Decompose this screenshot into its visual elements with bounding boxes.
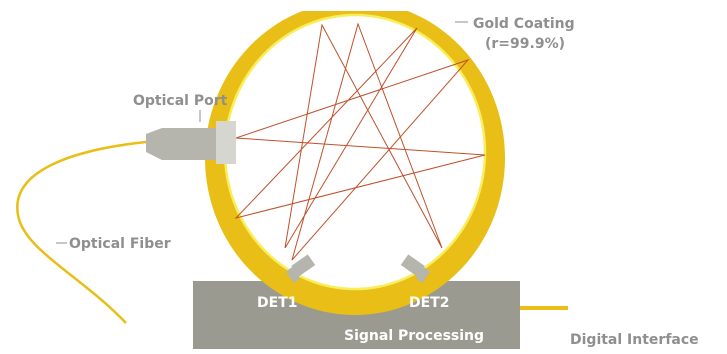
digital-interface-label: Digital Interface — [570, 332, 699, 348]
detector-2-stem — [415, 266, 431, 284]
gold-coating-label: Gold Coating — [473, 16, 575, 32]
fiber-ferrule — [146, 128, 162, 160]
det2-label: DET2 — [409, 295, 449, 311]
connector-body — [162, 128, 216, 160]
detector-2 — [400, 254, 431, 284]
detector-1-stem — [285, 266, 301, 284]
light-beam-1 — [234, 22, 486, 261]
detector-2-mount — [400, 254, 425, 277]
light-beam-paths — [234, 22, 486, 261]
optical-port-connector — [146, 121, 236, 164]
optical-port-label: Optical Port — [133, 93, 228, 109]
detector-1 — [285, 254, 316, 284]
detector-1-mount — [291, 254, 316, 277]
optical-fiber-label: Optical Fiber — [69, 236, 171, 252]
signal-processing-label: Signal Processing — [344, 328, 484, 344]
det1-label: DET1 — [257, 295, 297, 311]
reflectance-label: (r=99.9%) — [485, 36, 565, 52]
optical-fiber — [16, 140, 147, 324]
port-flange — [216, 121, 236, 164]
